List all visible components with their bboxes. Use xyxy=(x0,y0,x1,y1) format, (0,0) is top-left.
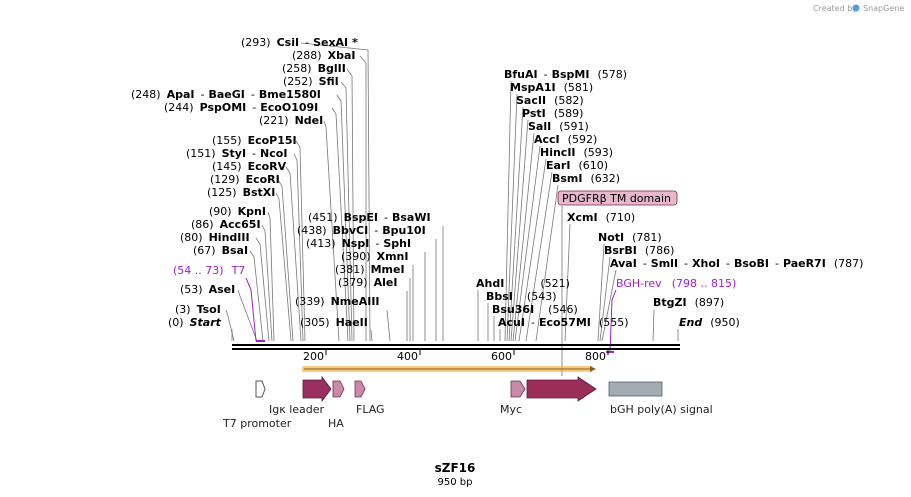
site-label-sfii: (252)SfiI xyxy=(283,75,339,88)
site-label-acci: AccI(592) xyxy=(534,133,597,146)
site-label-ecop15i: (155)EcoP15I xyxy=(212,134,297,147)
site-label-xmni: (390)XmnI xyxy=(341,250,408,263)
site-leader-lines xyxy=(225,42,679,376)
site-label-csii: (293)CsiI-SexAI * xyxy=(241,36,358,49)
site-label-avai: AvaI-SmlI-XhoI-BsoBI-PaeR7I(787) xyxy=(610,257,863,270)
site-label-nmeaiii: (339)NmeAIII xyxy=(295,295,380,308)
plasmid-name: sZF16 xyxy=(435,461,476,475)
site-label-mspa1i: MspA1I(581) xyxy=(510,81,593,94)
lower-site-labels: AhdI(521) BbsI(543) Bsu36I(546) AcuI-Eco… xyxy=(476,277,629,329)
site-label-mmei: (381)MmeI xyxy=(335,263,405,276)
feature-bgh-polya-box xyxy=(608,381,663,397)
feature-label-bgh-polya: bGH poly(A) signal xyxy=(610,403,713,416)
site-label-xcmi: XcmI(710) xyxy=(567,211,635,224)
callout-label: PDGFRβ TM domain xyxy=(562,192,671,205)
feature-label-ha: HA xyxy=(328,417,344,430)
site-label-bstxi: (125)BstXI xyxy=(207,186,275,199)
site-label-styi: (151)StyI-NcoI xyxy=(186,147,287,160)
site-label-noti: NotI(781) xyxy=(598,231,662,244)
feature-flag-arrow xyxy=(354,380,366,398)
site-label-asei: (53)AseI xyxy=(180,283,235,296)
site-label-btgzi: BtgZI(897) xyxy=(653,296,724,309)
site-label-bsmi: BsmI(632) xyxy=(552,172,620,185)
site-label-ndei: (221)NdeI xyxy=(259,114,323,127)
site-label-apai: (248)ApaI-BaeGI-Bme1580I xyxy=(131,88,321,101)
sequence-backbone: 200 400 600 800 xyxy=(232,344,680,363)
feature-label-myc: Myc xyxy=(500,403,522,416)
site-label-alei: (379)AleI xyxy=(338,276,397,289)
site-label-bspei: (451)BspEI-BsaWI xyxy=(308,211,431,224)
site-label-bglii: (258)BglII xyxy=(282,62,346,75)
site-label-ecori: (129)EcoRI xyxy=(210,173,280,186)
feature-myc-arrow xyxy=(510,380,526,398)
site-label-kpni: (90)KpnI xyxy=(209,205,266,218)
feature-label-igk-leader: Igκ leader xyxy=(269,403,325,416)
feature-label-flag: FLAG xyxy=(356,403,385,416)
site-label-sali: SalI(591) xyxy=(528,120,589,133)
site-label-acc65i: (86)Acc65I xyxy=(191,218,261,231)
site-label-xbai: (288)XbaI xyxy=(292,49,355,62)
left-site-labels: (293)CsiI-SexAI * (288)XbaI (258)BglII (… xyxy=(131,36,358,329)
site-label-nspi: (413)NspI-SphI xyxy=(306,237,411,250)
feature-t7-promoter-arrow xyxy=(255,380,266,398)
site-label-end: End(950) xyxy=(679,316,740,329)
primer-label-bgh-rev: BGH-rev(798 .. 815) xyxy=(616,277,736,290)
site-label-start: (0)Start xyxy=(168,316,222,329)
site-label-ecorv: (145)EcoRV xyxy=(212,160,287,173)
ruler-label-800: 800 xyxy=(585,350,606,363)
ruler-label-600: 600 xyxy=(491,350,512,363)
ruler-label-200: 200 xyxy=(303,350,324,363)
site-label-ahdi: AhdI(521) xyxy=(476,277,570,290)
site-label-bsrbi: BsrBI(786) xyxy=(604,244,674,257)
feature-ha-arrow xyxy=(332,380,345,398)
site-label-bsu36i: Bsu36I(546) xyxy=(492,303,578,316)
primer-label-t7: (54 .. 73)T7 xyxy=(173,264,245,277)
ruler-label-400: 400 xyxy=(397,350,418,363)
site-label-pspomi: (244)PspOMI-EcoO109I xyxy=(164,101,318,114)
tm-domain-callout: PDGFRβ TM domain xyxy=(557,190,678,206)
site-label-bbsi: BbsI(543) xyxy=(486,290,557,303)
site-label-eari: EarI(610) xyxy=(546,159,608,172)
snapgene-brand-text: SnapGene xyxy=(863,4,904,13)
feature-track: T7 promoter Igκ leader HA FLAG Myc bGH p… xyxy=(222,375,713,430)
right-site-labels: BfuAI-BspMI(578) MspA1I(581) SacII(582) … xyxy=(504,68,863,329)
site-label-haeii: (305)HaeII xyxy=(300,316,368,329)
snapgene-logo-icon xyxy=(852,4,860,12)
site-label-psti: PstI(589) xyxy=(522,107,583,120)
feature-label-t7-promoter: T7 promoter xyxy=(222,417,292,430)
feature-igk-leader-arrow xyxy=(302,375,332,403)
primer-annotations: (54 .. 73)T7 BGH-rev(798 .. 815) xyxy=(173,264,736,353)
created-by-text: Created by xyxy=(813,4,857,13)
site-label-sacii: SacII(582) xyxy=(516,94,584,107)
feature-tm-domain-arrow xyxy=(526,376,597,402)
site-label-hindiii: (80)HindIII xyxy=(180,231,250,244)
site-label-tsoi: (3)TsoI xyxy=(175,303,221,316)
site-label-hincii: HincII(593) xyxy=(540,146,613,159)
site-label-bfuai: BfuAI-BspMI(578) xyxy=(504,68,627,81)
plasmid-length: 950 bp xyxy=(438,477,473,488)
site-label-bsai: (67)BsaI xyxy=(193,244,248,257)
site-label-acui: AcuI-Eco57MI(555) xyxy=(498,316,629,329)
orf-arrow xyxy=(302,366,596,372)
site-label-bbvci: (438)BbvCI-Bpu10I xyxy=(297,224,426,237)
middle-site-labels: (451)BspEI-BsaWI (438)BbvCI-Bpu10I (413)… xyxy=(295,211,431,329)
ruler-ticks xyxy=(325,349,609,355)
